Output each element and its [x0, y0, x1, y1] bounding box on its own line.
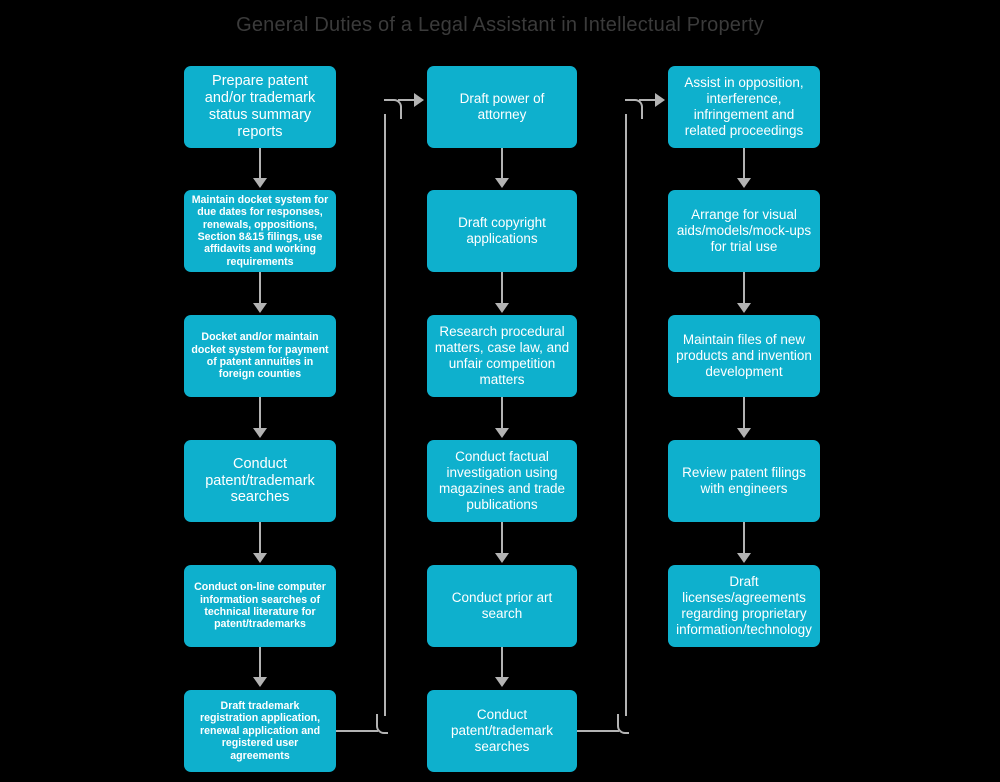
flow-node-label: Assist in opposition, interference, infr… [684, 75, 804, 138]
flow-node-label: Conduct patent/trademark searches [450, 707, 554, 754]
flow-node-label: Maintain files of new products and inven… [676, 332, 812, 379]
flow-node-label: Docket and/or maintain docket system for… [191, 331, 329, 381]
connector-col1-3-4 [259, 397, 261, 430]
flow-node-col3-2[interactable]: Arrange for visual aids/models/mock-ups … [668, 190, 820, 272]
arrowhead-col2-4-5 [495, 553, 509, 563]
flow-node-label: Draft trademark registration application… [199, 700, 321, 762]
arrowhead-col3-2-3 [737, 303, 751, 313]
crosslink-2-vertical [625, 114, 627, 716]
crosslink-2-horizontal-bottom [577, 730, 619, 732]
crosslink-1-horizontal-bottom [336, 730, 378, 732]
connector-col1-4-5 [259, 522, 261, 555]
arrowhead-col1-2-3 [253, 303, 267, 313]
flow-node-col1-6[interactable]: Draft trademark registration application… [184, 690, 336, 772]
connector-col2-1-2 [501, 148, 503, 180]
connector-col3-3-4 [743, 397, 745, 430]
connector-col2-3-4 [501, 397, 503, 430]
flow-node-label: Conduct on-line computer information sea… [194, 581, 326, 631]
arrowhead-col1-4-5 [253, 553, 267, 563]
connector-col3-1-2 [743, 148, 745, 180]
crosslink-2-elbow-bottom [617, 714, 629, 734]
page-title: General Duties of a Legal Assistant in I… [236, 14, 764, 36]
flow-node-col2-4[interactable]: Conduct factual investigation using maga… [427, 440, 577, 522]
connector-col2-2-3 [501, 272, 503, 305]
arrowhead-col1-3-4 [253, 428, 267, 438]
arrowhead-col2-5-6 [495, 677, 509, 687]
flow-node-col1-2[interactable]: Maintain docket system for due dates for… [184, 190, 336, 272]
crosslink-1-arrowhead [414, 93, 424, 107]
flow-node-label: Conduct factual investigation using maga… [438, 449, 566, 512]
flow-node-col2-5[interactable]: Conduct prior art search [427, 565, 577, 647]
crosslink-1-horizontal-top [398, 99, 416, 101]
flow-node-label: Draft copyright applications [458, 215, 546, 246]
crosslink-2-elbow-top [625, 99, 643, 119]
flow-node-col1-1[interactable]: Prepare patent and/or trademark status s… [184, 66, 336, 148]
connector-col3-2-3 [743, 272, 745, 305]
arrowhead-col3-3-4 [737, 428, 751, 438]
flow-node-label: Conduct patent/trademark searches [205, 455, 315, 506]
arrowhead-col1-5-6 [253, 677, 267, 687]
connector-col1-2-3 [259, 272, 261, 305]
arrowhead-col3-4-5 [737, 553, 751, 563]
flow-node-col3-3[interactable]: Maintain files of new products and inven… [668, 315, 820, 397]
connector-col2-5-6 [501, 647, 503, 679]
flow-node-col2-6[interactable]: Conduct patent/trademark searches [427, 690, 577, 772]
flow-node-label: Arrange for visual aids/models/mock-ups … [676, 207, 812, 254]
flow-node-col1-4[interactable]: Conduct patent/trademark searches [184, 440, 336, 522]
flow-node-col2-3[interactable]: Research procedural matters, case law, a… [427, 315, 577, 397]
arrowhead-col2-1-2 [495, 178, 509, 188]
connector-col1-5-6 [259, 647, 261, 679]
flow-node-label: Prepare patent and/or trademark status s… [204, 73, 316, 140]
arrowhead-col1-1-2 [253, 178, 267, 188]
crosslink-1-vertical [384, 114, 386, 716]
flow-node-label: Maintain docket system for due dates for… [191, 193, 329, 268]
flow-node-label: Conduct prior art search [451, 590, 553, 621]
flow-node-label: Draft licenses/agreements regarding prop… [676, 574, 812, 637]
flow-node-col2-1[interactable]: Draft power of attorney [427, 66, 577, 148]
flow-node-label: Review patent filings with engineers [682, 465, 806, 496]
flow-node-col2-2[interactable]: Draft copyright applications [427, 190, 577, 272]
flow-node-col1-5[interactable]: Conduct on-line computer information sea… [184, 565, 336, 647]
crosslink-2-arrowhead [655, 93, 665, 107]
flow-node-col1-3[interactable]: Docket and/or maintain docket system for… [184, 315, 336, 397]
arrowhead-col2-3-4 [495, 428, 509, 438]
connector-col2-4-5 [501, 522, 503, 555]
flow-node-col3-4[interactable]: Review patent filings with engineers [668, 440, 820, 522]
flow-node-col3-5[interactable]: Draft licenses/agreements regarding prop… [668, 565, 820, 647]
arrowhead-col3-1-2 [737, 178, 751, 188]
flow-node-label: Research procedural matters, case law, a… [434, 324, 570, 387]
arrowhead-col2-2-3 [495, 303, 509, 313]
crosslink-2-horizontal-top [639, 99, 657, 101]
crosslink-1-elbow-top [384, 99, 402, 119]
crosslink-1-elbow-bottom [376, 714, 388, 734]
connector-col3-4-5 [743, 522, 745, 555]
flow-node-col3-1[interactable]: Assist in opposition, interference, infr… [668, 66, 820, 148]
flow-node-label: Draft power of attorney [459, 91, 545, 122]
connector-col1-1-2 [259, 148, 261, 180]
